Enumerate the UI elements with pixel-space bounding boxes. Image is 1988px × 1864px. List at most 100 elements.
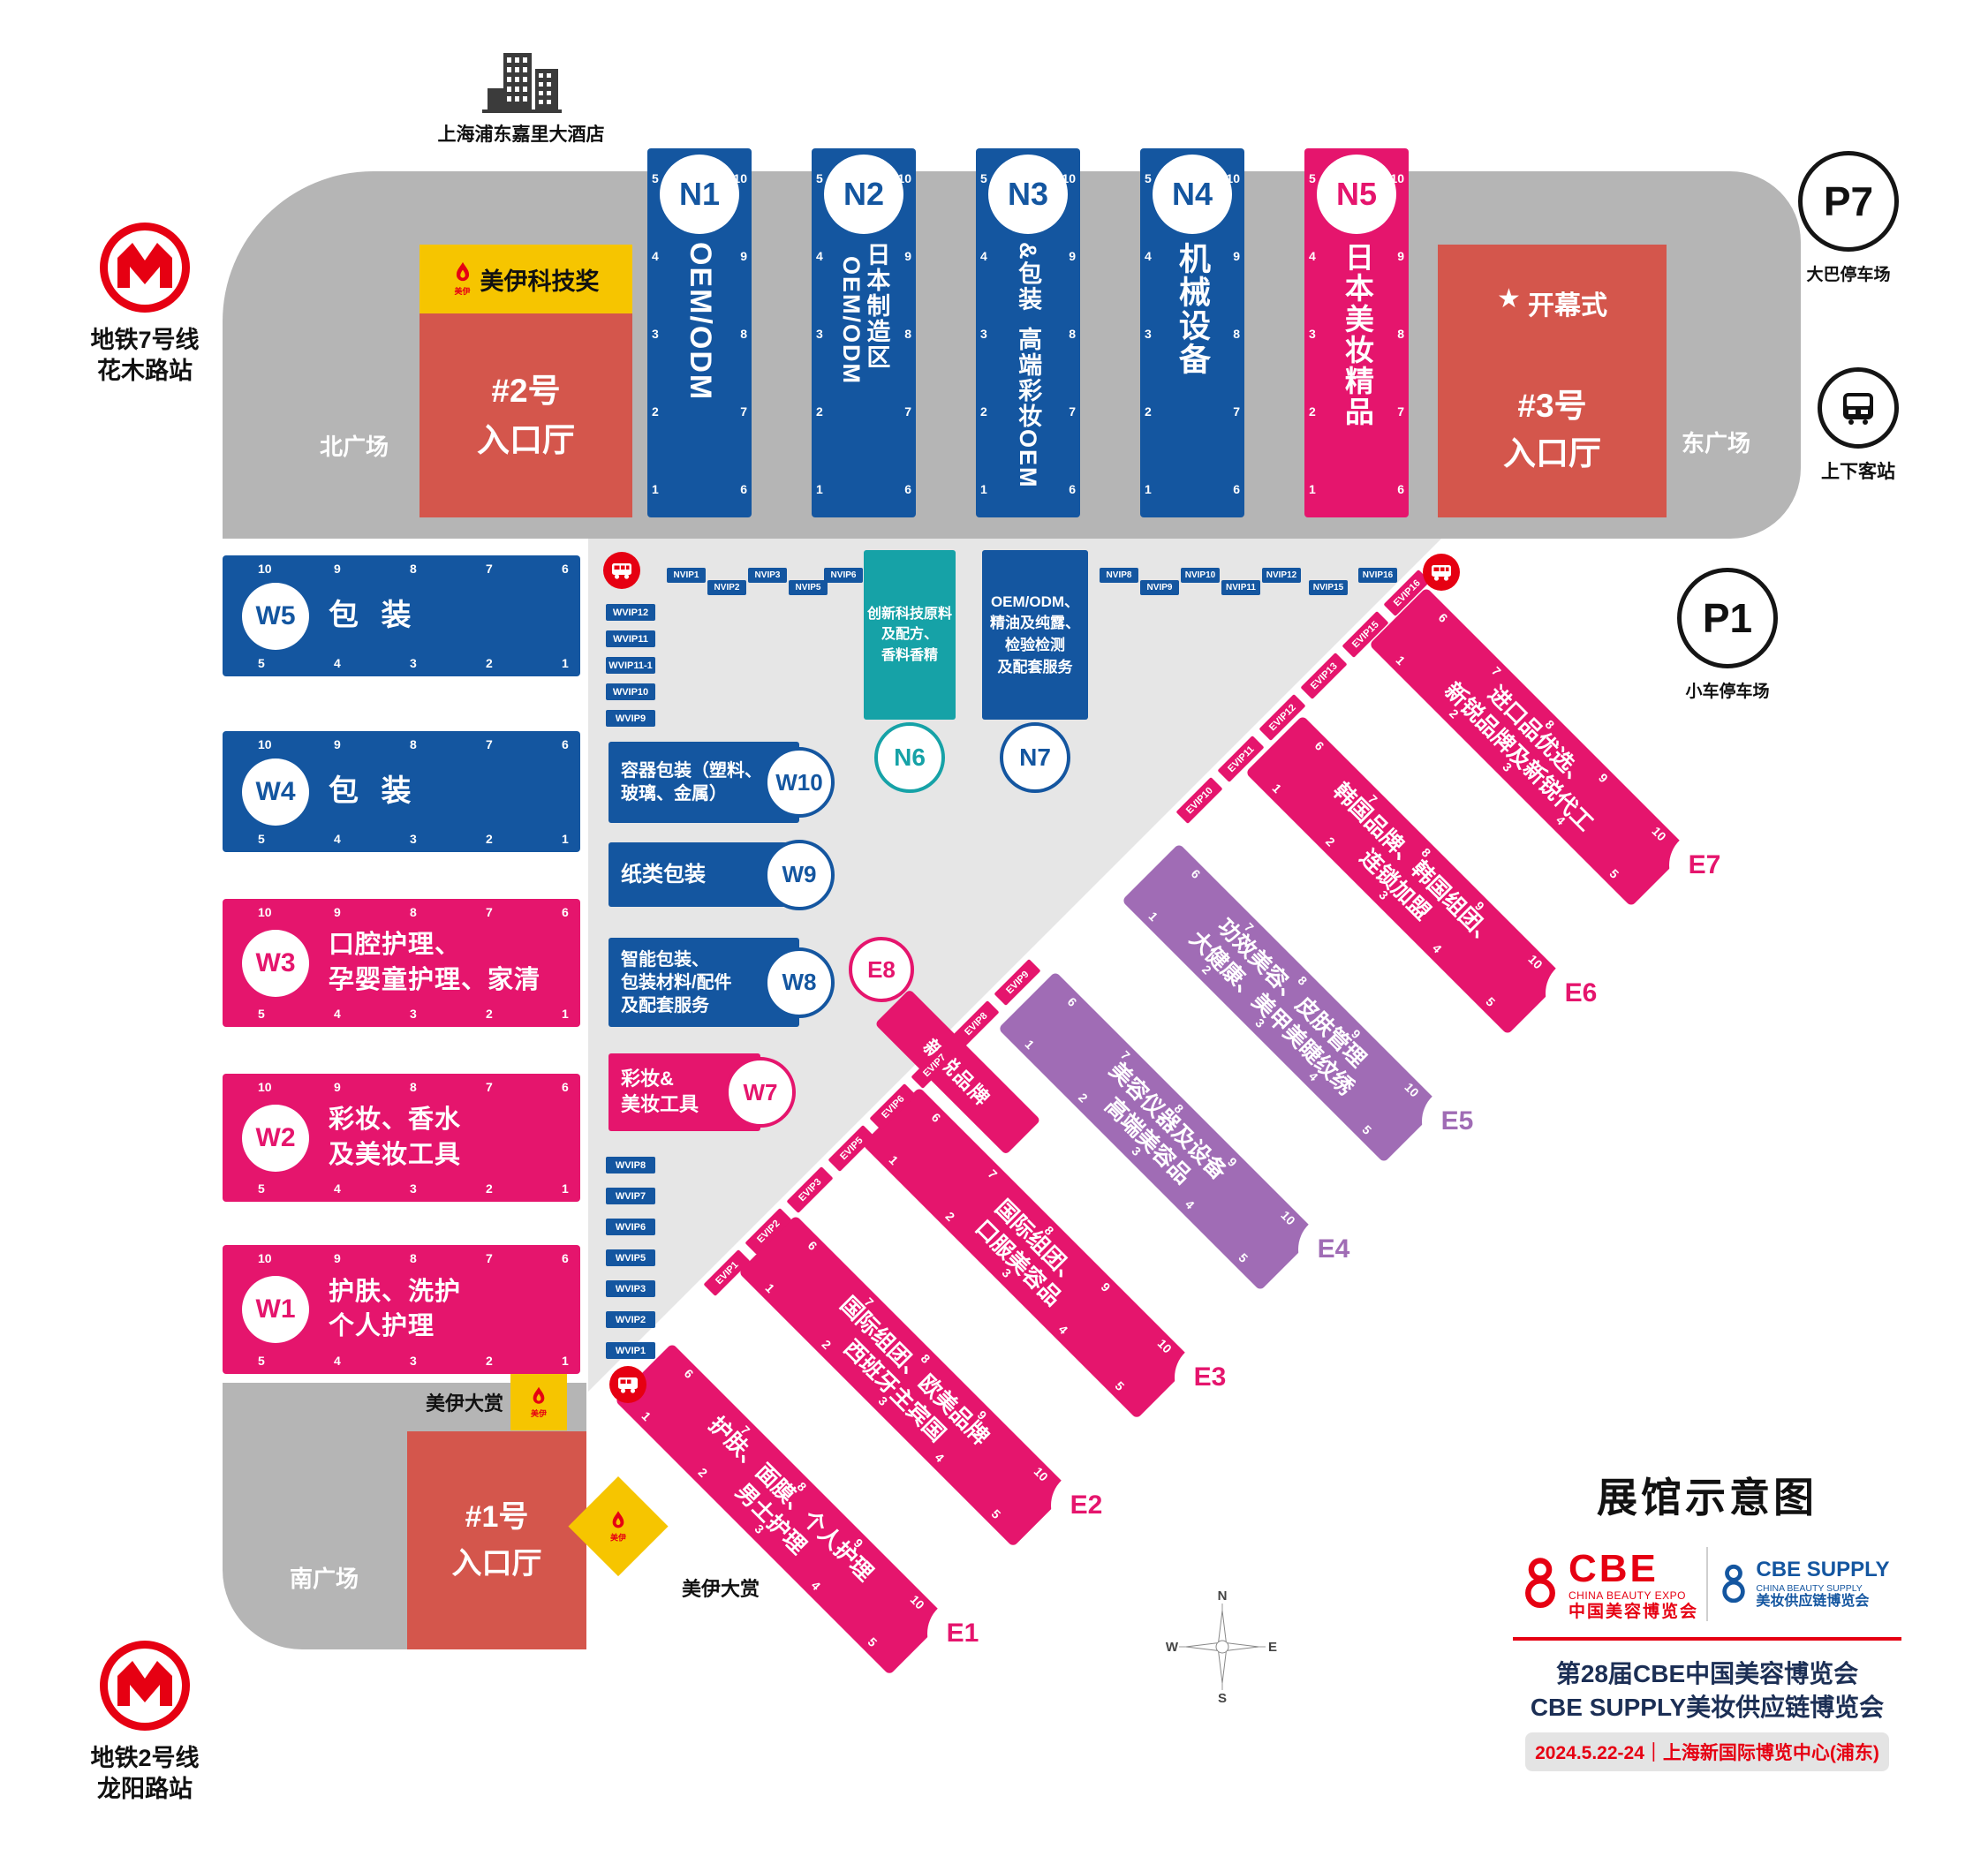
vip-tag-EVIP3: EVIP3 bbox=[786, 1166, 834, 1214]
gate-number: 1 bbox=[1145, 482, 1152, 496]
meiyi-logo-icon bbox=[533, 1386, 545, 1404]
hall-W4-label: 包 装 bbox=[329, 731, 418, 852]
entrance-1-line1: #1号 bbox=[465, 1499, 529, 1534]
gate-number: 6 bbox=[928, 1110, 944, 1125]
label-line: 精油及纯露、 bbox=[990, 615, 1080, 632]
gate-number: 5 bbox=[1309, 171, 1316, 185]
cbe-logo: CBE CHINA BEAUTY EXPO 中国美容博览会 bbox=[1513, 1547, 1706, 1621]
gate-number: 5 bbox=[1483, 994, 1499, 1009]
label-segment: OEM/ODM bbox=[683, 242, 717, 402]
gate-number: 1 bbox=[886, 1152, 902, 1168]
gate-number: 7 bbox=[486, 1251, 493, 1265]
vip-tag-WVIP9: WVIP9 bbox=[606, 710, 655, 727]
gate-number: 8 bbox=[410, 1080, 417, 1094]
vip-tag-NVIP8: NVIP8 bbox=[1100, 568, 1138, 583]
gate-number: 1 bbox=[1393, 653, 1409, 668]
bus-stop-icon bbox=[603, 552, 640, 589]
gate-number: 6 bbox=[562, 1080, 569, 1094]
gate-number: 1 bbox=[562, 1007, 569, 1021]
label-line: OEM/ODM、 bbox=[990, 592, 1080, 610]
gate-number: 1 bbox=[562, 1181, 569, 1196]
hall-N1-label-text: OEM/ODM bbox=[683, 242, 717, 509]
gate-number: 10 bbox=[1062, 171, 1076, 185]
gate-number: 10 bbox=[1031, 1464, 1051, 1484]
logos: CBE CHINA BEAUTY EXPO 中国美容博览会 CBE SUPPLY… bbox=[1513, 1538, 1901, 1630]
gate-number: 10 bbox=[1649, 823, 1669, 844]
label-segment: 日本美妆精品 bbox=[1341, 242, 1374, 427]
label-line: 口腔护理、 bbox=[329, 931, 462, 960]
label-line: 个人护理 bbox=[329, 1312, 435, 1340]
gate-number: 7 bbox=[486, 1080, 493, 1094]
gate-number: 10 bbox=[907, 1592, 927, 1612]
gate-number: 4 bbox=[334, 1354, 341, 1368]
metro-line7: 地铁7号线 花木路站 bbox=[51, 221, 238, 387]
gate-number: 1 bbox=[816, 482, 823, 496]
gate-number: 5 bbox=[1359, 1122, 1375, 1137]
gate-number: 10 bbox=[258, 905, 272, 919]
gate-number: 1 bbox=[562, 656, 569, 670]
zone-W10-badge: W10 bbox=[764, 747, 835, 818]
vip-tag-NVIP5: NVIP5 bbox=[789, 580, 828, 595]
meiyi-logo-icon bbox=[456, 261, 469, 282]
gate-number: 9 bbox=[334, 562, 341, 576]
meiyi-grand-award-label: 美伊大赏 bbox=[425, 1392, 503, 1415]
cbe-logo-name: CBE bbox=[1568, 1547, 1659, 1591]
hall-E8-badge: E8 bbox=[849, 937, 914, 1002]
hall-N4-label-text: 机械设备 bbox=[1175, 242, 1211, 509]
hall-N1-badge: N1 bbox=[660, 155, 739, 234]
meiyi-logo-text: 美伊 bbox=[609, 1533, 626, 1543]
vip-tag-NVIP3: NVIP3 bbox=[748, 568, 787, 583]
vip-tag-WVIP12: WVIP12 bbox=[606, 604, 655, 621]
cbe-supply-logo-name: CBE SUPPLY bbox=[1756, 1558, 1890, 1582]
gate-number: 4 bbox=[334, 1181, 341, 1196]
gate-number: 4 bbox=[1055, 1322, 1071, 1338]
compass-e: E bbox=[1268, 1640, 1277, 1655]
vip-tag-NVIP10: NVIP10 bbox=[1181, 568, 1220, 583]
hall-N5-label: 日本美妆精品 bbox=[1304, 242, 1409, 509]
gate-number: 9 bbox=[1224, 1154, 1240, 1170]
gate-number: 3 bbox=[410, 1007, 417, 1021]
label-line: 韩国品牌、韩国组团、 bbox=[1327, 778, 1502, 952]
label-segment: OEM/ODM bbox=[838, 256, 865, 385]
vip-tag-WVIP2: WVIP2 bbox=[606, 1311, 655, 1328]
gate-number: 6 bbox=[1233, 482, 1240, 496]
gate-number: 4 bbox=[652, 249, 659, 263]
gate-number: 1 bbox=[1022, 1037, 1038, 1053]
gate-number: 4 bbox=[980, 249, 987, 263]
zone-W7-badge: W7 bbox=[725, 1057, 796, 1128]
pickup-station bbox=[1818, 367, 1899, 449]
gate-number: 5 bbox=[258, 1354, 265, 1368]
gate-number: 3 bbox=[1309, 327, 1316, 341]
gate-number: 1 bbox=[562, 832, 569, 846]
gate-number: 10 bbox=[1390, 171, 1404, 185]
bus-stop-icon bbox=[609, 1366, 646, 1403]
cbe-supply-logo: CBE SUPPLY CHINA BEAUTY SUPPLY 美妆供应链博览会 bbox=[1708, 1558, 1901, 1611]
label-line: 包 装 bbox=[329, 598, 419, 632]
gate-number: 5 bbox=[980, 171, 987, 185]
hotel: 上海浦东嘉里大酒店 bbox=[415, 49, 627, 147]
cbe-logo-sub-cn: 中国美容博览会 bbox=[1568, 1602, 1698, 1621]
gate-number: 10 bbox=[258, 562, 272, 576]
gate-number: 2 bbox=[1309, 404, 1316, 419]
gate-number: 2 bbox=[942, 1209, 958, 1225]
metro2-station-name: 龙阳路站 bbox=[97, 1776, 193, 1803]
vip-tag-WVIP8: WVIP8 bbox=[606, 1157, 655, 1173]
hall-W1-label: 护肤、洗护个人护理 bbox=[329, 1245, 461, 1374]
meiyi-grand-award-label-2: 美伊大赏 bbox=[682, 1578, 760, 1600]
hall-N4-badge: N4 bbox=[1153, 155, 1232, 234]
vip-tag-WVIP5: WVIP5 bbox=[606, 1249, 655, 1266]
hall-N3-label-text: &包装高端彩妆OEM bbox=[1015, 242, 1041, 509]
gate-number: 9 bbox=[904, 249, 911, 263]
gate-number: 1 bbox=[1309, 482, 1316, 496]
hall-N4-label: 机械设备 bbox=[1140, 242, 1244, 509]
vip-tag-NVIP2: NVIP2 bbox=[707, 580, 746, 595]
gate-number: 5 bbox=[1145, 171, 1152, 185]
hall-W3-label: 口腔护理、孕婴童护理、家清 bbox=[329, 899, 540, 1027]
zone-W9-badge: W9 bbox=[764, 839, 835, 910]
label-line: 智能包装、 bbox=[621, 949, 709, 970]
vip-tag-NVIP12: NVIP12 bbox=[1262, 568, 1301, 583]
gate-number: 4 bbox=[334, 656, 341, 670]
